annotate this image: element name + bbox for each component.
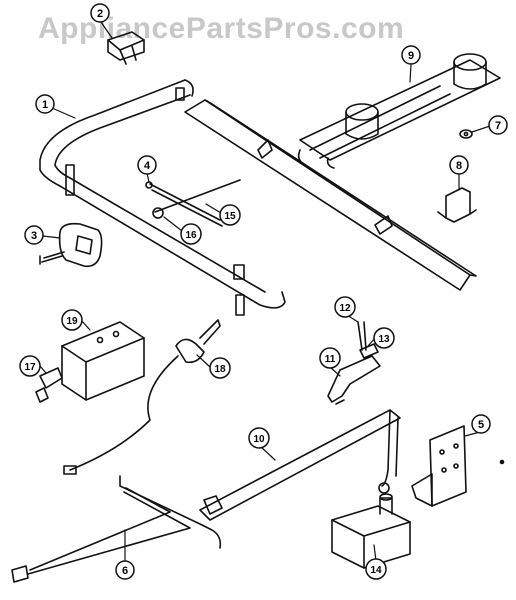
- part-9-burner-assembly: [297, 53, 501, 169]
- svg-text:8: 8: [456, 160, 462, 172]
- svg-text:19: 19: [66, 316, 78, 327]
- svg-text:17: 17: [24, 362, 36, 373]
- callout-13: 13: [373, 327, 395, 349]
- part-13-switch: [359, 343, 379, 359]
- callout-7: 7: [488, 115, 508, 135]
- part-5-bracket-plate: [411, 425, 467, 507]
- callout-16: 16: [180, 223, 202, 245]
- svg-text:13: 13: [378, 334, 390, 345]
- svg-text:14: 14: [370, 565, 382, 576]
- svg-text:3: 3: [31, 230, 37, 242]
- svg-text:11: 11: [325, 354, 336, 365]
- callout-15: 15: [219, 204, 241, 226]
- callout-5: 5: [471, 414, 491, 434]
- svg-text:1: 1: [42, 99, 48, 111]
- callout-9: 9: [401, 45, 421, 65]
- svg-text:16: 16: [185, 230, 197, 241]
- svg-text:2: 2: [97, 8, 103, 20]
- svg-text:9: 9: [408, 50, 414, 62]
- part-1-manifold-tube: [39, 79, 286, 316]
- callout-8: 8: [449, 155, 469, 175]
- part-12-switch-rod: [357, 321, 367, 351]
- callout-4: 4: [137, 155, 157, 175]
- svg-text:6: 6: [122, 565, 128, 577]
- callout-1: 1: [35, 94, 55, 114]
- callout-17: 17: [19, 355, 41, 377]
- part-10-thermocouple-tube: [199, 409, 401, 521]
- part-17-connector: [35, 367, 63, 403]
- svg-text:5: 5: [478, 419, 484, 431]
- callout-19: 19: [61, 309, 83, 331]
- callout-3: 3: [24, 225, 44, 245]
- part-16-orifice: [152, 179, 241, 219]
- callout-6: 6: [115, 560, 135, 580]
- callout-10: 10: [248, 427, 270, 449]
- svg-text:18: 18: [214, 364, 226, 375]
- part-7-nut: [459, 129, 473, 139]
- callout-18: 18: [209, 357, 231, 379]
- part-18-igniter: [63, 319, 221, 475]
- part-8-bracket: [437, 187, 477, 223]
- callout-12: 12: [334, 296, 356, 318]
- callout-14: 14: [365, 558, 387, 580]
- callout-2: 2: [90, 3, 110, 23]
- part-19-igniter-module: [61, 321, 145, 401]
- part-2-clip: [107, 31, 145, 65]
- svg-text:10: 10: [253, 434, 265, 445]
- callout-11: 11: [319, 347, 341, 369]
- svg-text:7: 7: [495, 120, 501, 132]
- part-14-thermostat-valve: [331, 493, 411, 569]
- svg-text:15: 15: [224, 211, 236, 222]
- part-11-bracket: [327, 355, 381, 405]
- svg-text:4: 4: [144, 160, 151, 172]
- burner-support-rail: [184, 99, 477, 291]
- part-3-valve: [39, 222, 103, 268]
- svg-text:12: 12: [339, 303, 351, 314]
- part-4-screw: [145, 181, 223, 227]
- callouts: 2 1 9 7 8 4 15 16 3 19 17 18 12 13 11 10…: [19, 3, 508, 580]
- part-6-wire: [11, 475, 222, 583]
